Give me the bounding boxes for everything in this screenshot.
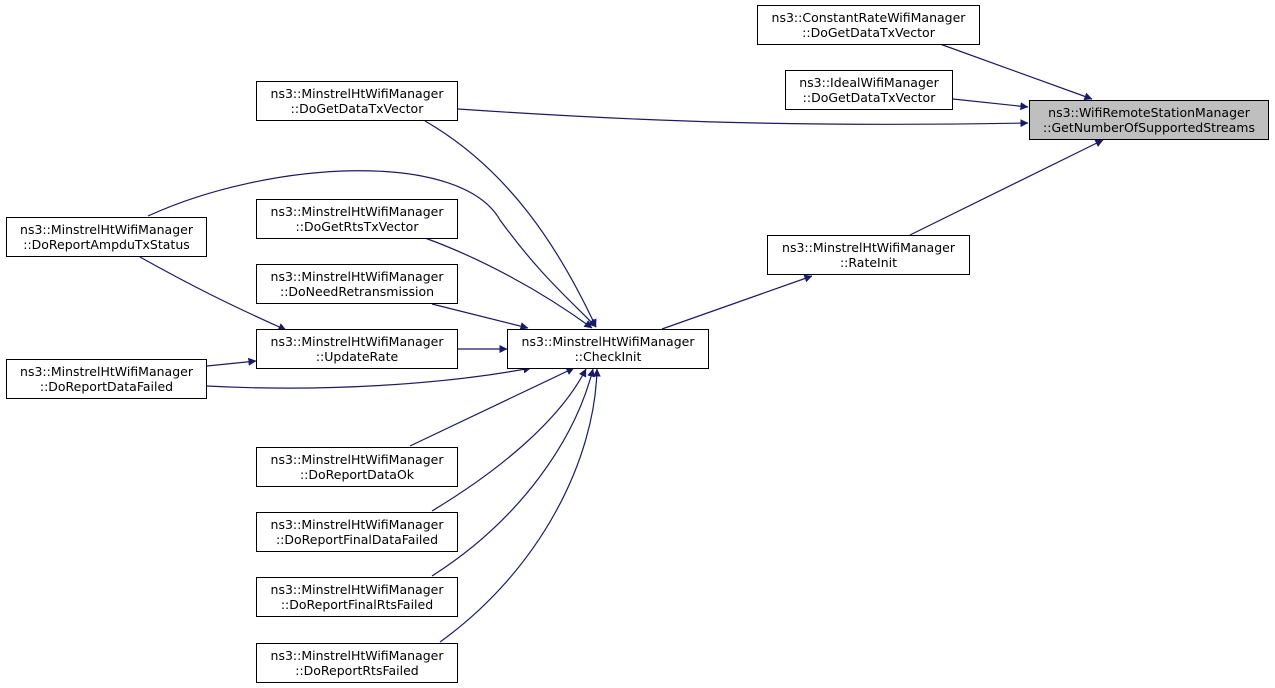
edge-check-init-to-rate-init (661, 274, 813, 330)
node-line2: ::DoGetRtsTxVector (295, 219, 419, 234)
node-line2: ::DoGetDataTxVector (802, 90, 936, 105)
node-minstrel-do-report-final-rts-failed[interactable]: ns3::MinstrelHtWifiManager ::DoReportFin… (256, 577, 458, 617)
node-minstrel-rate-init[interactable]: ns3::MinstrelHtWifiManager ::RateInit (767, 235, 970, 275)
node-minstrel-do-get-rts-tx-vector[interactable]: ns3::MinstrelHtWifiManager ::DoGetRtsTxV… (256, 199, 458, 239)
edge-ideal-to-target (952, 98, 1029, 111)
node-line1: ns3::MinstrelHtWifiManager (521, 334, 695, 349)
node-line1: ns3::MinstrelHtWifiManager (270, 517, 444, 532)
edge-minstrel-get-data-tx-to-check-init (424, 120, 597, 328)
edge-get-rts-tx-to-check-init (424, 237, 593, 329)
node-minstrel-do-report-final-data-failed[interactable]: ns3::MinstrelHtWifiManager ::DoReportFin… (256, 512, 458, 552)
node-line2: ::DoReportDataFailed (39, 379, 174, 394)
node-line2: ::CheckInit (574, 349, 642, 364)
node-minstrel-do-report-ampdu-tx-status[interactable]: ns3::MinstrelHtWifiManager ::DoReportAmp… (6, 217, 207, 257)
edge-report-data-failed-to-update-rate (206, 357, 257, 367)
node-line1: ns3::ConstantRateWifiManager (771, 10, 966, 25)
node-minstrel-do-report-rts-failed[interactable]: ns3::MinstrelHtWifiManager ::DoReportRts… (256, 643, 458, 683)
edge-report-final-rts-failed-to-check-init (431, 368, 596, 577)
node-ideal-do-get-data-tx-vector[interactable]: ns3::IdealWifiManager ::DoGetDataTxVecto… (785, 70, 953, 110)
node-minstrel-update-rate[interactable]: ns3::MinstrelHtWifiManager ::UpdateRate (256, 329, 458, 369)
node-line2: ::DoReportRtsFailed (295, 663, 419, 678)
node-line1: ns3::MinstrelHtWifiManager (270, 452, 444, 467)
node-line2: ::DoNeedRetransmission (279, 284, 435, 299)
edge-report-data-ok-to-check-init (409, 367, 575, 447)
node-line2: ::UpdateRate (315, 349, 399, 364)
node-line2: ::GetNumberOfSupportedStreams (1043, 120, 1255, 135)
node-get-number-of-supported-streams: ns3::WifiRemoteStationManager ::GetNumbe… (1029, 100, 1269, 140)
node-minstrel-do-need-retransmission[interactable]: ns3::MinstrelHtWifiManager ::DoNeedRetra… (256, 264, 458, 304)
node-line2: ::DoReportFinalRtsFailed (280, 597, 434, 612)
node-line2: ::DoGetDataTxVector (290, 101, 424, 116)
edge-report-data-failed-to-check-init (206, 365, 532, 389)
node-line2: ::DoGetDataTxVector (802, 25, 935, 40)
node-minstrel-do-report-data-ok[interactable]: ns3::MinstrelHtWifiManager ::DoReportDat… (256, 447, 458, 487)
edge-report-final-data-failed-to-check-init (431, 368, 587, 512)
node-line1: ns3::MinstrelHtWifiManager (270, 334, 444, 349)
node-line2: ::RateInit (839, 255, 898, 270)
node-line1: ns3::MinstrelHtWifiManager (20, 364, 193, 379)
node-line2: ::DoReportFinalDataFailed (275, 532, 439, 547)
node-line1: ns3::MinstrelHtWifiManager (20, 222, 193, 237)
node-line1: ns3::MinstrelHtWifiManager (270, 86, 444, 101)
node-constant-rate-do-get-data-tx-vector[interactable]: ns3::ConstantRateWifiManager ::DoGetData… (757, 5, 980, 45)
edge-rate-init-to-target (909, 139, 1104, 236)
node-line1: ns3::MinstrelHtWifiManager (270, 582, 444, 597)
edge-report-ampdu-to-check-init (147, 170, 597, 328)
node-line1: ns3::MinstrelHtWifiManager (782, 240, 955, 255)
node-line1: ns3::IdealWifiManager (799, 75, 939, 90)
node-minstrel-do-report-data-failed[interactable]: ns3::MinstrelHtWifiManager ::DoReportDat… (6, 359, 207, 399)
edge-report-ampdu-to-update-rate (139, 256, 287, 331)
edge-minstrel-get-data-tx-to-target (457, 108, 1029, 128)
node-minstrel-do-get-data-tx-vector[interactable]: ns3::MinstrelHtWifiManager ::DoGetDataTx… (256, 81, 458, 121)
node-line1: ns3::WifiRemoteStationManager (1048, 105, 1250, 120)
node-line1: ns3::MinstrelHtWifiManager (270, 204, 444, 219)
node-minstrel-check-init[interactable]: ns3::MinstrelHtWifiManager ::CheckInit (507, 329, 709, 369)
edge-need-retrans-to-check-init (431, 303, 529, 331)
edge-constant-rate-to-target (939, 43, 1093, 101)
node-line2: ::DoReportDataOk (299, 467, 415, 482)
node-line1: ns3::MinstrelHtWifiManager (270, 648, 444, 663)
edge-report-rts-failed-to-check-init (439, 368, 601, 643)
node-line2: ::DoReportAmpduTxStatus (23, 237, 190, 252)
node-line1: ns3::MinstrelHtWifiManager (270, 269, 444, 284)
